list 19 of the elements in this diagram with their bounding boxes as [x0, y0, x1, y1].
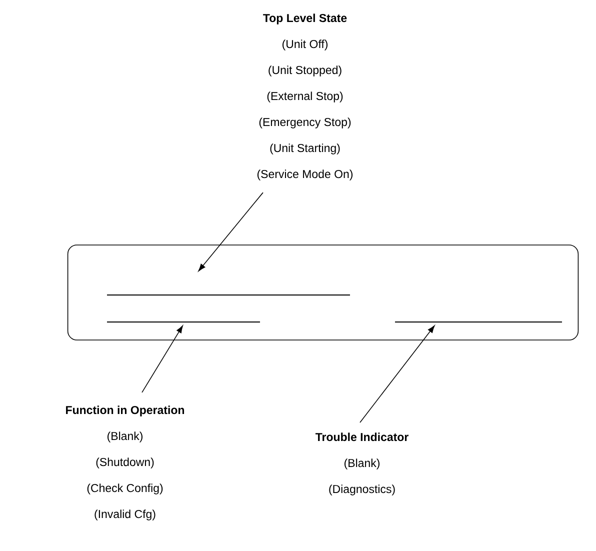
list-item: (Blank)	[344, 458, 380, 470]
heading: Function in Operation	[66, 406, 184, 416]
list-item: (Shutdown)	[96, 458, 154, 468]
list-item: (Unit Stopped)	[268, 66, 342, 76]
list-item: (Diagnostics)	[329, 484, 395, 496]
list-item: (Service Mode On)	[257, 170, 353, 180]
heading: Top Level State	[263, 14, 347, 24]
leader-line	[198, 192, 264, 272]
leader-line	[142, 325, 183, 393]
list-item: (Emergency Stop)	[259, 118, 351, 128]
list-item: (External Stop)	[267, 92, 343, 102]
leader-line	[360, 325, 435, 423]
display-panel	[67, 244, 579, 340]
list-item: (Invalid Cfg)	[94, 510, 156, 520]
list-item: (Unit Starting)	[270, 144, 340, 154]
list-item: (Blank)	[108, 432, 142, 442]
heading: Trouble Indicator	[316, 432, 408, 442]
list-item: (Unit Off)	[282, 40, 328, 50]
list-item: (Check Config)	[87, 484, 163, 494]
